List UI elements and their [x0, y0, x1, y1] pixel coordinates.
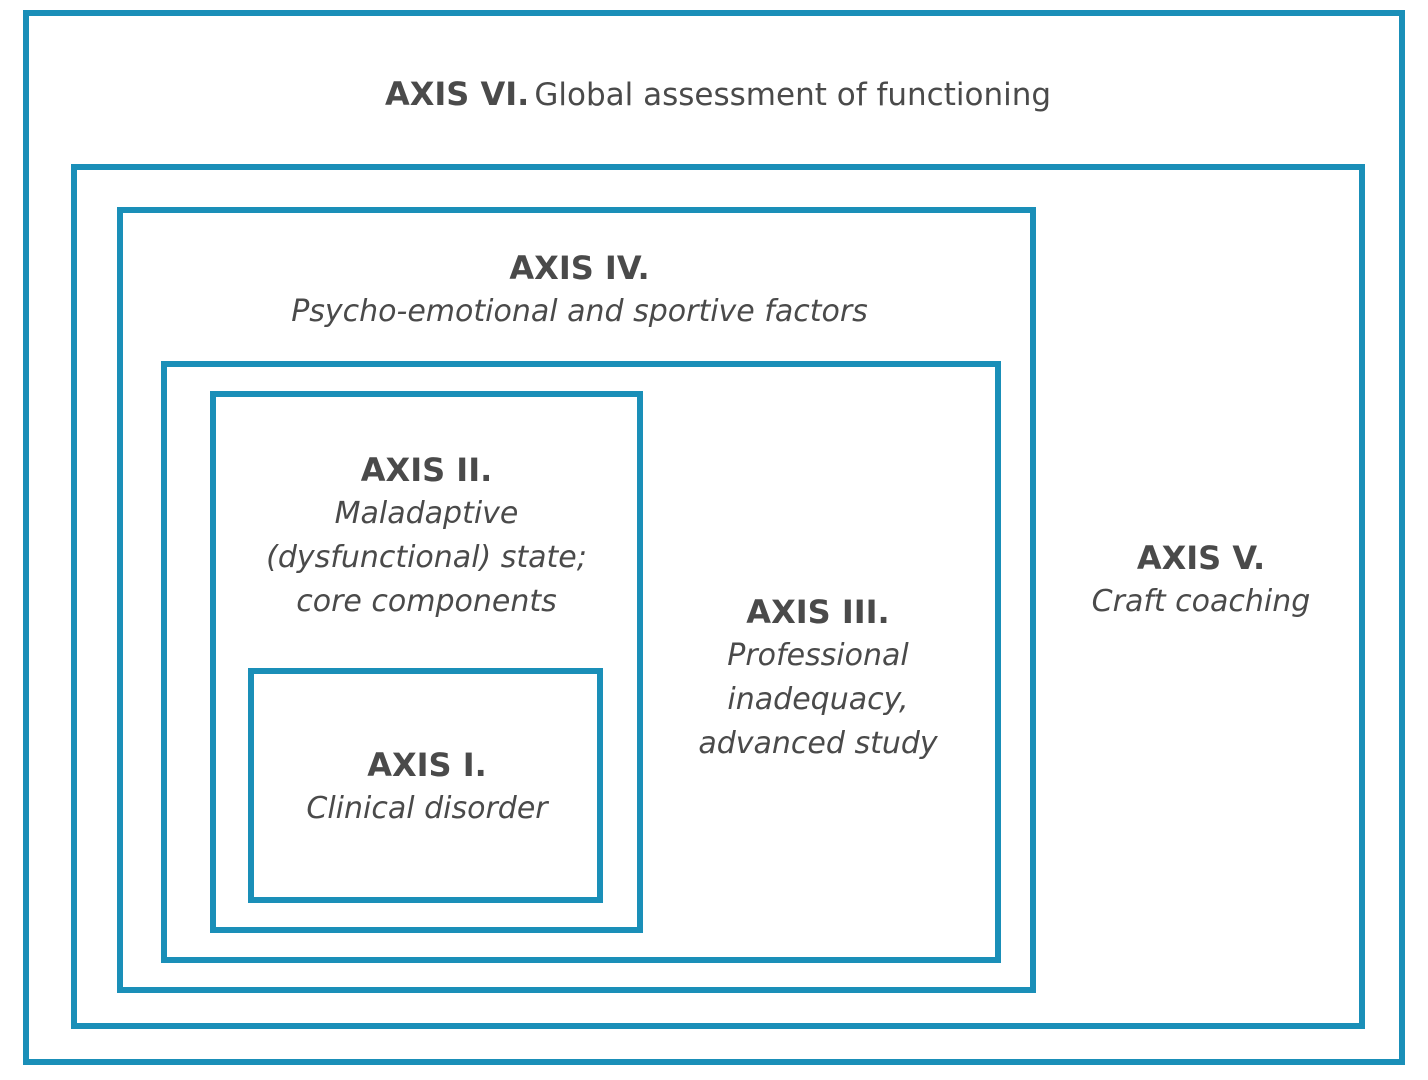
- axis-5-box: [71, 164, 1365, 1029]
- axis-5-label: AXIS V. Craft coaching: [1040, 536, 1362, 624]
- axis-3-box: [161, 361, 1001, 963]
- axis-2-label: AXIS II. Maladaptive (dysfunctional) sta…: [210, 448, 643, 624]
- axis-1-label: AXIS I. Clinical disorder: [248, 743, 606, 831]
- axis-5-description: Craft coaching: [1091, 584, 1311, 619]
- axis-2-box: [210, 391, 643, 933]
- axis-1-description: Clinical disorder: [306, 791, 548, 826]
- axis-2-name: AXIS II.: [360, 451, 493, 489]
- axis-4-label: AXIS IV. Psycho-emotional and sportive f…: [117, 246, 1042, 334]
- axis-1-name: AXIS I.: [367, 746, 487, 784]
- axis-5-name: AXIS V.: [1136, 539, 1266, 577]
- axis-6-box: [23, 10, 1405, 1065]
- axis-6-name: AXIS VI.: [384, 75, 530, 113]
- axis-6-description: Global assessment of functioning: [534, 77, 1052, 113]
- axis-3-name: AXIS III.: [746, 593, 890, 631]
- axis-1-box: [248, 668, 603, 903]
- axis-3-label: AXIS III. Professional inadequacy, advan…: [640, 590, 996, 766]
- axis-4-box: [117, 207, 1036, 993]
- axis-2-description: Maladaptive (dysfunctional) state; core …: [266, 496, 587, 619]
- axis-4-description: Psycho-emotional and sportive factors: [291, 294, 868, 329]
- axis-4-name: AXIS IV.: [509, 249, 650, 287]
- axis-6-label: AXIS VI. Global assessment of functionin…: [23, 72, 1413, 122]
- axis-3-description: Professional inadequacy, advanced study: [698, 638, 938, 761]
